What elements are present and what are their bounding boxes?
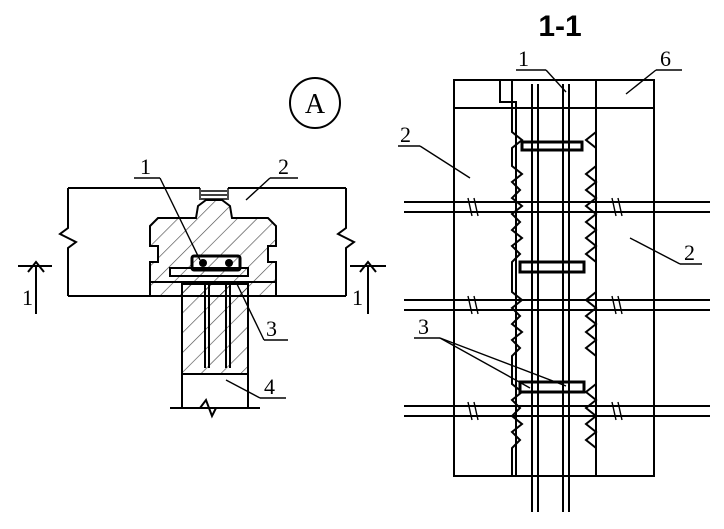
callout-4-left: 4 [264,374,275,399]
column-below [170,283,260,419]
left-plan-detail: A [18,77,386,419]
top-cap [453,79,655,109]
detail-marker-label: A [305,89,326,120]
connector-box [169,254,249,277]
section-cut-label-left: 1 [22,285,33,310]
section-cut-label-right: 1 [352,285,363,310]
callout-3-right: 3 [418,314,429,339]
cast-in-place-joint [149,199,277,297]
right-section-view: 1-1 [398,10,710,512]
left-callouts: 1 2 3 4 [134,154,298,399]
section-cut-marker-right: 1 [350,260,386,314]
callout-1-right: 1 [518,46,529,71]
wall-panel-outline [58,187,356,297]
joint-gap [199,188,229,200]
right-callouts: 1 6 2 2 3 [398,46,702,389]
callout-1-left: 1 [140,154,151,179]
callout-2-right-a: 2 [400,122,411,147]
callout-3-left: 3 [266,316,277,341]
callout-2-left: 2 [278,154,289,179]
callout-6-right: 6 [660,46,671,71]
connector-plates [518,140,586,394]
vertical-rebars [531,84,570,512]
horizontal-bars [404,197,710,421]
section-cut-marker-left: 1 [18,260,52,314]
section-title: 1-1 [538,10,581,43]
callout-2-right-b: 2 [684,240,695,265]
central-concrete-core [510,107,598,477]
detail-marker-circle [289,77,341,129]
